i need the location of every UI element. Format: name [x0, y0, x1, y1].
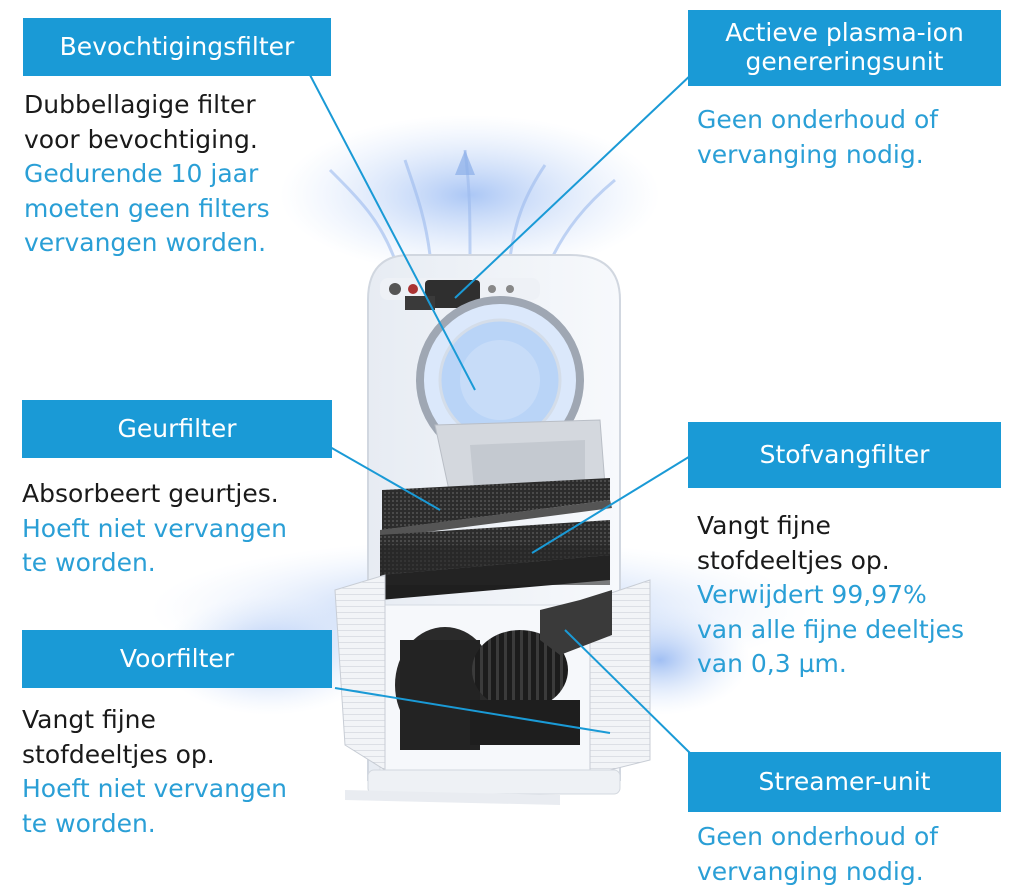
desc-line: Vangt fijne [697, 511, 831, 540]
desc-line: voor bevochtiging. [24, 124, 258, 154]
desc-dust-filter: Vangt fijne stofdeeltjes op. Verwijdert … [697, 509, 964, 682]
desc-line: te worden. [22, 548, 156, 577]
desc-line: stofdeeltjes op. [22, 739, 215, 769]
desc-plasma-ion-unit: Geen onderhoud of vervanging nodig. [697, 103, 938, 172]
desc-line: vervanging nodig. [697, 139, 924, 169]
label-plasma-line-1: Actieve plasma-ion [725, 18, 964, 48]
desc-line: Hoeft niet vervangen [22, 513, 288, 543]
desc-streamer-unit: Geen onderhoud of vervanging nodig. [697, 820, 938, 889]
callout-lines [309, 71, 695, 756]
desc-line: Geen onderhoud of [697, 105, 939, 134]
desc-pre-filter: Vangt fijne stofdeeltjes op. Hoeft niet … [22, 703, 287, 841]
label-plasma-ion-unit: Actieve plasma-ion genereringsunit [688, 10, 1001, 86]
desc-line: vervanging nodig. [697, 856, 924, 886]
desc-line: Dubbellagige filter [24, 90, 256, 119]
label-dust-filter: Stofvangfilter [688, 422, 1001, 488]
desc-line: Verwijdert 99,97% [697, 580, 927, 609]
desc-line: Hoeft niet vervangen [22, 774, 288, 803]
desc-line: van 0,3 µm. [697, 649, 847, 678]
desc-line: Absorbeert geurtjes. [22, 479, 279, 508]
label-plasma-line-2: genereringsunit [745, 47, 944, 76]
label-humidifying-filter: Bevochtigingsfilter [23, 18, 331, 76]
desc-line: moeten geen filters [24, 193, 270, 223]
desc-line: Vangt fijne [22, 705, 156, 734]
desc-line: te worden. [22, 808, 156, 838]
label-pre-filter: Voorfilter [22, 630, 332, 688]
desc-line: vervangen worden. [24, 228, 267, 257]
label-odour-filter: Geurfilter [22, 400, 332, 458]
desc-odour-filter: Absorbeert geurtjes. Hoeft niet vervange… [22, 477, 287, 581]
desc-line: Gedurende 10 jaar [24, 159, 259, 188]
desc-line: van alle fijne deeltjes [697, 614, 965, 644]
desc-line: stofdeeltjes op. [697, 545, 890, 575]
desc-line: Geen onderhoud of [697, 822, 939, 851]
label-streamer-unit: Streamer-unit [688, 752, 1001, 812]
desc-humidifying-filter: Dubbellagige filter voor bevochtiging. G… [24, 88, 270, 261]
